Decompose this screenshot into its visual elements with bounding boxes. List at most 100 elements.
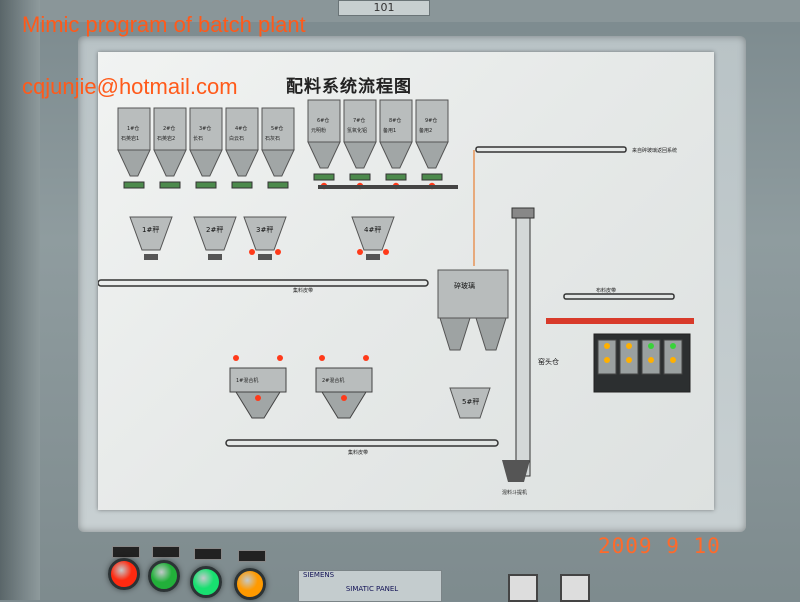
mixer-inlet-lamp <box>233 355 239 361</box>
silo-material: 备用2 <box>419 127 432 134</box>
red-push-button[interactable] <box>108 558 140 590</box>
mixer-label: 1#混合机 <box>236 377 258 384</box>
silo-name: 1#仓 <box>127 125 139 132</box>
green-pilot-lamp[interactable] <box>190 566 222 598</box>
button-label-plate <box>152 546 180 558</box>
cabinet-edge <box>0 0 40 600</box>
mixer-row: 1#混合机 2#混合机 <box>229 355 373 419</box>
scale-3: 3#秤 <box>243 216 287 260</box>
date-stamp: 2009 9 10 <box>598 534 721 558</box>
silo-collector-belt <box>318 185 458 189</box>
kiln-bin-lamp <box>604 357 610 363</box>
silo-name: 9#仓 <box>425 117 437 124</box>
lower-belt-label: 集料皮带 <box>348 449 368 456</box>
hmi-panel[interactable]: SIEMENS SIMATIC PANEL <box>298 570 442 602</box>
silo-name: 2#仓 <box>163 125 175 132</box>
silo-feeder <box>159 181 181 189</box>
lower-belt <box>225 439 499 447</box>
mixer-inlet-lamp <box>319 355 325 361</box>
panel-heading: 配料系统流程图 <box>286 77 412 97</box>
scale-gate <box>144 254 158 260</box>
kiln-bin-lamp <box>648 343 654 349</box>
silo-material: 备用1 <box>383 127 396 134</box>
kiln-bin-3 <box>641 339 661 375</box>
cullet-bin-label: 碎玻璃 <box>454 281 475 290</box>
mixer-discharge-lamp <box>341 395 347 401</box>
control-strip <box>88 540 800 602</box>
silo-material: 氢氧化铝 <box>347 127 367 134</box>
silo-material: 元明粉 <box>311 127 326 134</box>
distribution-belt <box>563 293 675 300</box>
scale-1: 1#秤 <box>129 216 173 260</box>
bucket-elevator: 混料斗提机 <box>502 207 535 496</box>
silo-feeder <box>123 181 145 189</box>
silo-feeder <box>267 181 289 189</box>
silo-material: 石英岩2 <box>157 135 175 142</box>
silo-3: 3#仓长石 <box>189 107 223 189</box>
cabinet-tag: 101 <box>338 0 430 16</box>
elevator-label: 混料斗提机 <box>502 489 527 496</box>
silo-feeder <box>313 173 335 181</box>
kiln-bin-4 <box>663 339 683 375</box>
silo-name: 7#仓 <box>353 117 365 124</box>
kiln-bin-2 <box>619 339 639 375</box>
silo-feeder <box>195 181 217 189</box>
kiln-bin-lamp <box>626 343 632 349</box>
silo-feeder <box>231 181 253 189</box>
scale-label: 2#秤 <box>206 225 223 234</box>
return-belt-label: 来自碎玻璃返回系统 <box>632 147 677 154</box>
scale-discharge-lamp <box>249 249 255 255</box>
cullet-bin: 碎玻璃 <box>437 269 509 351</box>
silo-material: 长石 <box>193 135 203 142</box>
silo-name: 5#仓 <box>271 125 283 132</box>
scale-gate <box>366 254 380 260</box>
silo-material: 石灰石 <box>265 135 280 142</box>
silo-row: 1#仓石英岩12#仓石英岩23#仓长石4#仓白云石5#仓石灰石6#仓元明粉7#仓… <box>117 99 449 190</box>
silo-material: 石英岩1 <box>121 135 139 142</box>
mixer-1: 1#混合机 <box>229 355 287 419</box>
meter-gauge <box>560 574 590 602</box>
silo-name: 6#仓 <box>317 117 329 124</box>
silo-feeder <box>349 173 371 181</box>
scale-4: 4#秤 <box>351 216 395 260</box>
hmi-model: SIMATIC PANEL <box>345 585 399 593</box>
scale-row: 1#秤 2#秤 3#秤 4#秤 <box>129 216 395 260</box>
scale-gate <box>258 254 272 260</box>
mimic-diagram: 1#仓石英岩12#仓石英岩23#仓长石4#仓白云石5#仓石灰石6#仓元明粉7#仓… <box>98 99 694 496</box>
scale-label: 3#秤 <box>256 225 273 234</box>
kiln-bin-bank <box>593 333 691 393</box>
main-belt <box>98 279 429 287</box>
scale-5-label: 5#秤 <box>462 397 479 406</box>
amber-push-button[interactable] <box>234 568 266 600</box>
button-label-plate <box>238 550 266 562</box>
silo-feeder <box>421 173 443 181</box>
scale-discharge-lamp <box>383 249 389 255</box>
scale-2: 2#秤 <box>193 216 237 260</box>
kiln-bin-1 <box>597 339 617 375</box>
distribution-belt-label: 布料皮带 <box>596 287 616 294</box>
mixer-label: 2#混合机 <box>322 377 344 384</box>
scale-discharge-lamp <box>357 249 363 255</box>
scale-gate <box>208 254 222 260</box>
scale-5: 5#秤 <box>449 387 491 419</box>
button-label-plate <box>194 548 222 560</box>
green-push-button[interactable] <box>148 560 180 592</box>
scale-discharge-lamp <box>275 249 281 255</box>
silo-name: 3#仓 <box>199 125 211 132</box>
kiln-bin-lamp <box>604 343 610 349</box>
silo-name: 8#仓 <box>389 117 401 124</box>
mixer-discharge-lamp <box>255 395 261 401</box>
silo-material: 白云石 <box>229 135 244 142</box>
hmi-brand: SIEMENS <box>303 571 335 579</box>
kiln-bin-lamp <box>648 357 654 363</box>
mixer-inlet-lamp <box>363 355 369 361</box>
kiln-bin-lamp <box>626 357 632 363</box>
